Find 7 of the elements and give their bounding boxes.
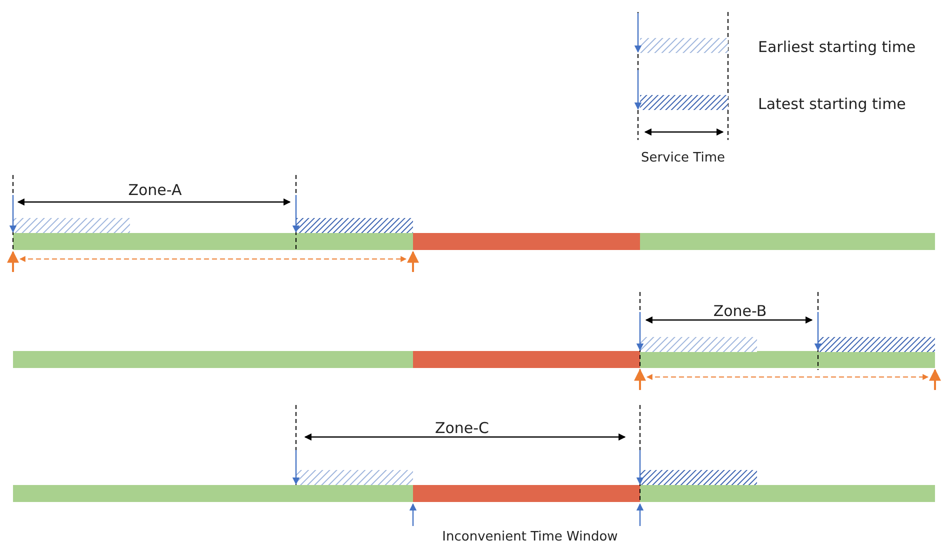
zone-label: Zone-A <box>128 181 182 199</box>
zone-label: Zone-B <box>713 302 767 320</box>
window-label: Inconvenient Time Window <box>442 530 618 544</box>
zone-label: Zone-C <box>434 419 490 437</box>
legend-label: Latest starting time <box>758 95 906 113</box>
dimension-label: Service Time <box>641 150 725 166</box>
legend-label: Earliest starting time <box>758 38 916 56</box>
